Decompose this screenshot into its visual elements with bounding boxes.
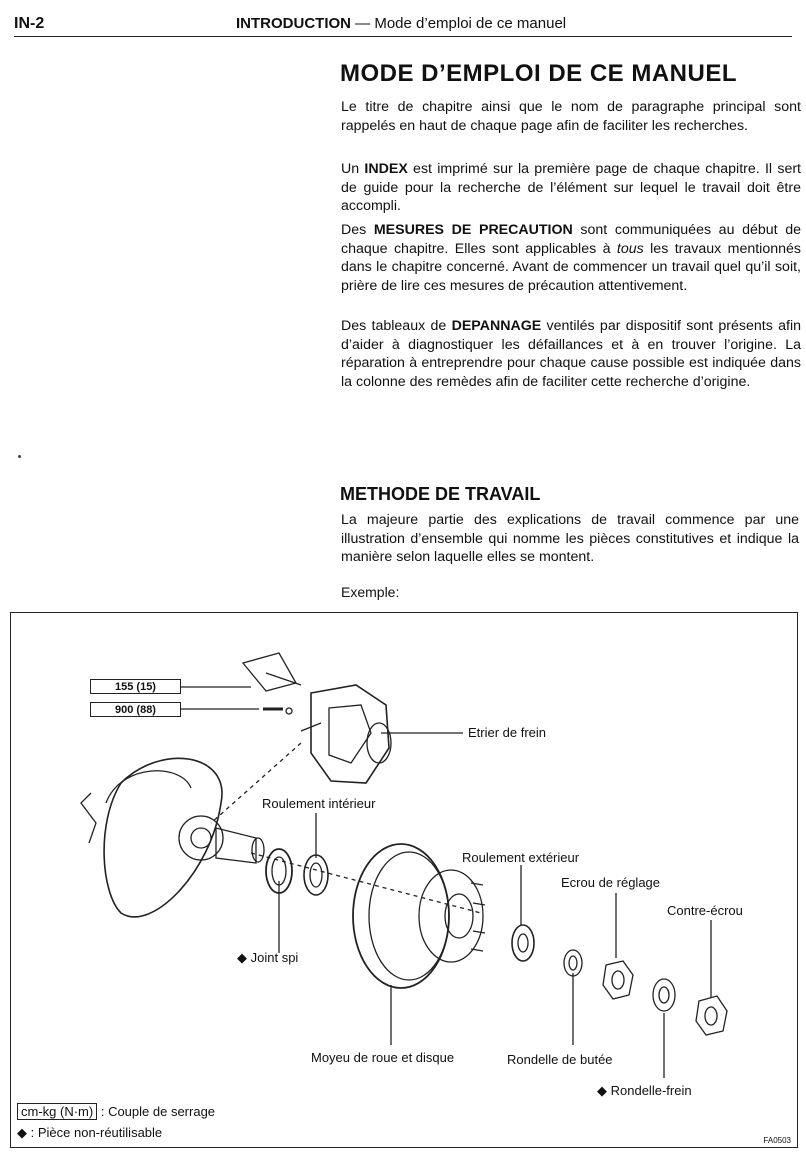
diamond-icon: ◆ <box>17 1125 27 1140</box>
scan-speck <box>18 455 21 458</box>
diamond-icon: ◆ <box>237 950 247 965</box>
diamond-icon: ◆ <box>597 1083 607 1098</box>
legend-nonreusable: ◆ : Pièce non-réutilisable <box>17 1125 162 1141</box>
p4-text-pre: Des tableaux de <box>341 318 452 334</box>
paragraph-index: Un INDEX est imprimé sur la première pag… <box>341 160 801 216</box>
label-roulement-interieur: Roulement intérieur <box>262 796 376 811</box>
torque-box-caliper-bolt: 900 (88) <box>90 702 181 717</box>
p2-text-post: est imprimé sur la première page de chaq… <box>341 161 802 215</box>
p3-text-mid: sont communiquées au début de chaque cha… <box>341 222 801 257</box>
p2-text-pre: Un <box>341 161 365 177</box>
p4-text-post: ventilés par dispositif sont présents af… <box>341 318 801 390</box>
label-ecrou-reglage: Ecrou de réglage <box>561 875 661 890</box>
brake-hub-illustration <box>80 652 728 1078</box>
page-title: MODE D’EMPLOI DE CE MANUEL <box>340 60 738 87</box>
torque-unit-box: cm-kg (N·m) <box>17 1103 98 1120</box>
page-number: IN-2 <box>14 15 45 32</box>
label-rondelle-butee: Rondelle de butée <box>507 1052 613 1067</box>
p3-text-pre: Des <box>341 222 374 238</box>
joint-spi-text: Joint spi <box>250 950 299 965</box>
figure-code: FA0503 <box>763 1136 791 1145</box>
precaution-keyword: MESURES DE PRECAUTION <box>373 222 573 238</box>
section-name: INTRODUCTION <box>236 15 351 32</box>
paragraph-intro: Le titre de chapitre ainsi que le nom de… <box>341 99 801 134</box>
paragraph-precaution: Des MESURES DE PRECAUTION sont communiqu… <box>341 221 801 295</box>
paragraph-methode: La majeure partie des explications de tr… <box>341 512 799 566</box>
paragraph-depannage: Des tableaux de DEPANNAGE ventilés par d… <box>341 317 801 391</box>
tous-italic: tous <box>616 240 644 257</box>
label-rondelle-frein: ◆ Rondelle-frein <box>597 1083 692 1099</box>
legend-torque-text: : Couple de serrage <box>100 1104 216 1119</box>
label-joint-spi: ◆ Joint spi <box>237 950 298 966</box>
index-keyword: INDEX <box>364 161 408 177</box>
label-etrier: Etrier de frein <box>468 725 547 740</box>
torque-box-bleeder: 155 (15) <box>90 679 181 694</box>
depannage-keyword: DEPANNAGE <box>451 318 542 334</box>
section-heading-methode: METHODE DE TRAVAIL <box>340 484 541 504</box>
rondelle-frein-text: Rondelle-frein <box>610 1083 692 1098</box>
p3-text-post: les travaux mentionnés dans le chapitre … <box>341 240 801 294</box>
legend-piece-text: : Pièce non-réutilisable <box>30 1125 163 1140</box>
page-header: IN-2 INTRODUCTION — Mode d’emploi de ce … <box>14 14 792 37</box>
section-title: INTRODUCTION — Mode d’emploi de ce manue… <box>236 15 566 32</box>
exemple-label: Exemple: <box>341 584 400 600</box>
section-subtitle: — Mode d’emploi de ce manuel <box>355 15 567 32</box>
label-contre-ecrou: Contre-écrou <box>667 903 743 918</box>
label-moyeu: Moyeu de roue et disque <box>311 1050 455 1065</box>
legend-torque: cm-kg (N·m) : Couple de serrage <box>17 1103 215 1120</box>
exploded-view-figure: 155 (15) 900 (88) Etrier de frein Roulem… <box>10 612 798 1148</box>
label-roulement-exterieur: Roulement extérieur <box>462 850 580 865</box>
